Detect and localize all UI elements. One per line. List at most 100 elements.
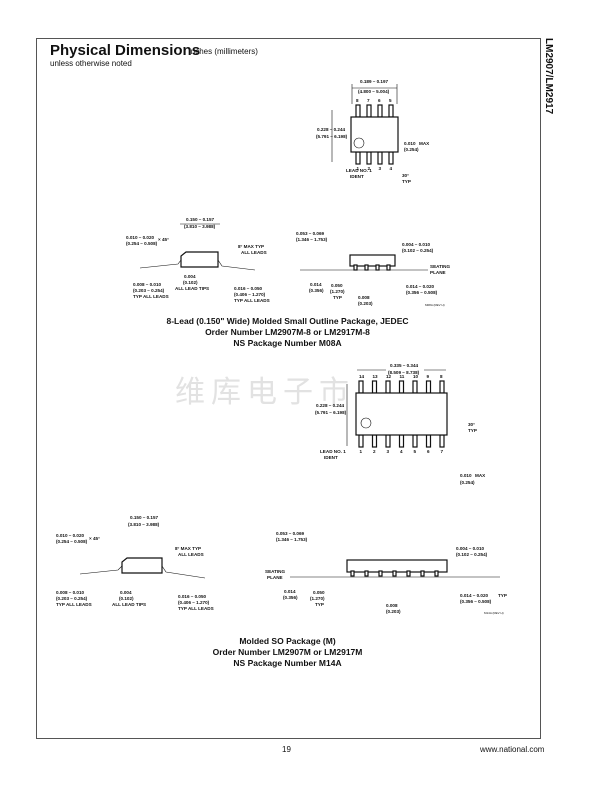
lead: [355, 151, 361, 165]
drawing-code: M08A (REV H): [425, 303, 445, 307]
dim-label: TYP: [468, 428, 477, 433]
dim-label: TYP: [315, 602, 324, 607]
pin-number: 4: [400, 449, 403, 454]
pin-number: 1: [360, 449, 363, 454]
dim-label: MAX: [419, 141, 430, 146]
dim-label: 0.010: [404, 141, 416, 146]
dim-label: 0.014: [284, 589, 296, 594]
lead: [398, 434, 405, 448]
caption-line: NS Package Number M08A: [233, 338, 342, 348]
lead1-label: LEAD NO. 1: [320, 449, 346, 454]
dim-label: ALL LEADS: [178, 552, 204, 557]
dim-label: 0.053 – 0.069: [296, 231, 325, 236]
lead: [386, 264, 391, 271]
dim-label: 0.016 – 0.050: [234, 286, 263, 291]
dim-label: (0.254 – 0.508): [126, 241, 158, 246]
dim-label: 0.004 – 0.010: [402, 242, 431, 247]
pin-number: 8: [356, 98, 359, 103]
dim-label: TYP: [498, 593, 507, 598]
m14a-front-view: 0.053 – 0.069 (1.346 – 1.753) 0.004 – 0.…: [265, 531, 507, 615]
dim-label: 8° MAX TYP: [238, 244, 264, 249]
subtitle: unless otherwise noted: [50, 59, 132, 68]
dim-label: 0.053 – 0.069: [276, 531, 305, 536]
dim-label: 0.189 – 0.197: [360, 79, 389, 84]
lead: [412, 380, 418, 394]
dim-label: ALL LEAD TIPS: [175, 286, 209, 291]
pin-number: 6: [378, 98, 381, 103]
dim-label: (0.203 – 0.254): [133, 288, 165, 293]
dim-label: 0.150 – 0.157: [186, 217, 215, 222]
dim-label: (1.270): [330, 289, 345, 294]
lead: [377, 104, 383, 118]
pin-number: 12: [386, 374, 392, 379]
lead: [425, 380, 432, 394]
dim-label: 0.010: [460, 473, 472, 478]
dim-label: TYP ALL LEADS: [178, 606, 214, 611]
lead: [439, 380, 445, 394]
m14a-side-view: 0.150 – 0.157 (3.810 – 3.988) 0.010 – 0.…: [56, 515, 214, 611]
lead: [375, 264, 380, 271]
dim-label: ALL LEAD TIPS: [112, 602, 146, 607]
lead: [366, 104, 372, 118]
lead: [385, 434, 391, 448]
dim-label: TYP: [402, 179, 411, 184]
dim-label: (8.509 – 8.738): [388, 370, 420, 375]
m14a-caption: Molded SO Package (M) Order Number LM290…: [36, 636, 539, 669]
pin-number: 8: [440, 374, 443, 379]
lead: [377, 151, 383, 165]
pin-number: 11: [400, 374, 405, 379]
lead: [358, 380, 364, 394]
lead: [364, 264, 369, 271]
dim-label: 0.014 – 0.020: [460, 593, 489, 598]
dim-label: 0.050: [313, 590, 325, 595]
dim-label: 30°: [468, 422, 475, 427]
dim-label: (3.810 – 3.988): [128, 522, 160, 527]
dim-label: (3.810 – 3.988): [184, 224, 216, 229]
lead1-label: LEAD NO. 1: [346, 168, 372, 173]
pin-number: 14: [359, 374, 365, 379]
pin-number: 3: [379, 166, 382, 171]
pin-number: 9: [427, 374, 430, 379]
dim-label: (0.254): [404, 147, 419, 152]
m08a-front-view: 0.053 – 0.069 (1.346 – 1.753) 0.004 – 0.…: [296, 231, 451, 307]
dim-label: (0.102 – 0.254): [402, 248, 434, 253]
lead: [420, 570, 425, 577]
dim-label: SEATING: [265, 569, 286, 574]
lead: [366, 151, 372, 165]
lead: [358, 434, 364, 448]
lead: [388, 104, 394, 118]
lead: [353, 264, 358, 271]
dim-label: (1.346 – 1.753): [296, 237, 328, 242]
dim-label: 0.228 – 0.244: [316, 403, 345, 408]
pin-number: 5: [414, 449, 417, 454]
lead: [392, 570, 397, 577]
dim-label: (0.406 – 1.270): [234, 292, 266, 297]
content-frame: [36, 38, 541, 739]
lead: [371, 434, 378, 448]
lead: [425, 434, 432, 448]
pin-number: 5: [389, 98, 392, 103]
dim-label: (4.800 – 5.004): [358, 89, 390, 94]
caption-line: Order Number LM2907M-8 or LM2917M-8: [205, 327, 370, 337]
dim-label: TYP ALL LEADS: [133, 294, 169, 299]
lead: [378, 570, 383, 577]
units-note: inches (millimeters): [189, 47, 258, 56]
caption-line: NS Package Number M14A: [233, 658, 342, 668]
dim-label: 30°: [402, 173, 409, 178]
dim-label: SEATING: [430, 264, 451, 269]
dim-label: PLANE: [430, 270, 446, 275]
dim-label: (5.791 – 6.198): [315, 410, 347, 415]
page-title: Physical Dimensions: [50, 42, 201, 59]
dim-label: (0.102 – 0.254): [456, 552, 488, 557]
lead: [439, 434, 445, 448]
pin-number: 6: [427, 449, 430, 454]
dim-label: × 45°: [158, 237, 169, 242]
dim-label: 0.008: [386, 603, 398, 608]
dim-label: 0.050: [331, 283, 343, 288]
lead: [350, 570, 355, 577]
footer-url[interactable]: www.national.com: [480, 745, 545, 754]
dim-label: (0.254 – 0.508): [56, 539, 88, 544]
dim-label: MAX: [475, 473, 486, 478]
drawing-code: M14A (REV H): [484, 611, 504, 615]
dim-label: 0.008: [358, 295, 370, 300]
